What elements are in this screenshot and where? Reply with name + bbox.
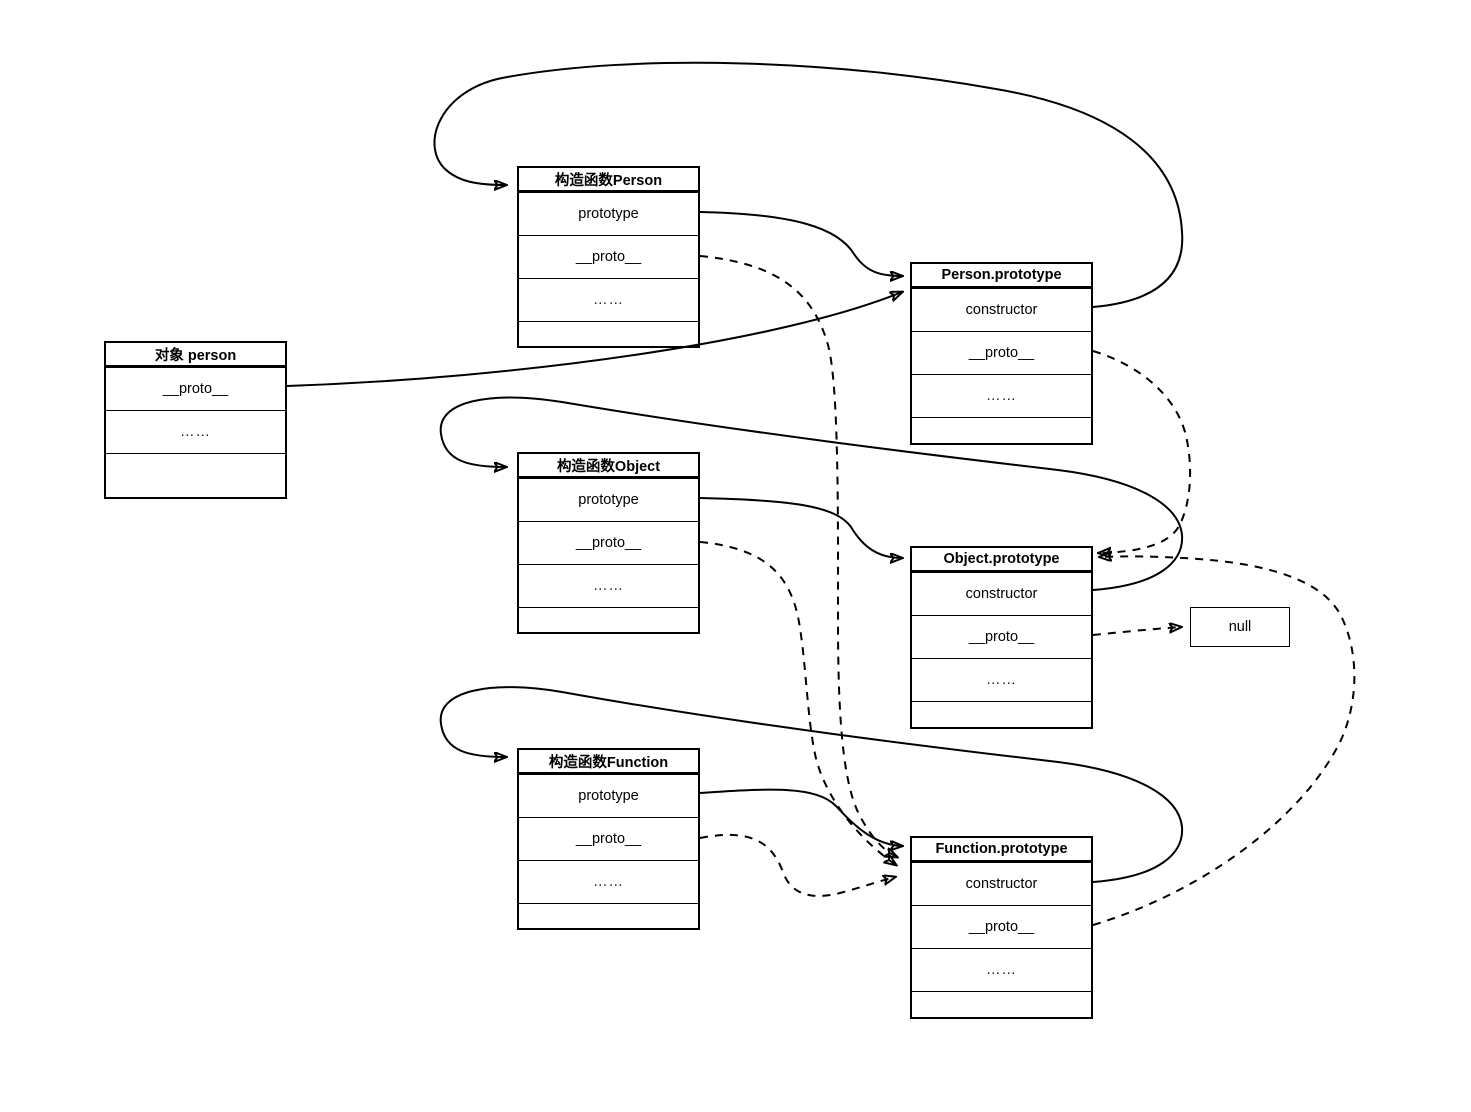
node-person-prototype: Person.prototype constructor __proto__ …… (910, 262, 1093, 445)
edges (286, 61, 1356, 926)
field-empty (106, 454, 285, 497)
field-prototype: prototype (519, 479, 698, 522)
node-constructor-object: 构造函数Object prototype __proto__ …… (517, 452, 700, 634)
node-constructor-function: 构造函数Function prototype __proto__ …… (517, 748, 700, 930)
node-function-prototype: Function.prototype constructor __proto__… (910, 836, 1093, 1019)
node-title: 构造函数Object (519, 454, 698, 479)
field-empty (912, 702, 1091, 727)
field-constructor: constructor (912, 289, 1091, 332)
edge-d3 (699, 833, 895, 897)
field-proto: __proto__ (519, 236, 698, 279)
edge-d5 (1092, 627, 1181, 636)
field-ellipsis: …… (519, 279, 698, 322)
field-empty (912, 418, 1091, 443)
field-proto: __proto__ (519, 522, 698, 565)
field-empty (519, 322, 698, 346)
field-ellipsis: …… (912, 375, 1091, 418)
node-title: 对象 person (106, 343, 285, 368)
field-ellipsis: …… (519, 861, 698, 904)
field-constructor: constructor (912, 863, 1091, 906)
field-ellipsis: …… (912, 949, 1091, 992)
node-title: 构造函数Person (519, 168, 698, 193)
field-empty (519, 904, 698, 928)
field-prototype: prototype (519, 775, 698, 818)
field-proto: __proto__ (912, 906, 1091, 949)
node-null: null (1190, 607, 1290, 647)
node-title: null (1228, 619, 1252, 635)
node-title: Object.prototype (912, 548, 1091, 573)
edge-a6 (699, 788, 902, 846)
edge-d4 (1092, 350, 1192, 553)
field-ellipsis: …… (912, 659, 1091, 702)
node-title: Person.prototype (912, 264, 1091, 289)
field-empty (912, 992, 1091, 1017)
field-ellipsis: …… (106, 411, 285, 454)
field-prototype: prototype (519, 193, 698, 236)
field-proto: __proto__ (912, 332, 1091, 375)
node-title: 构造函数Function (519, 750, 698, 775)
field-ellipsis: …… (519, 565, 698, 608)
field-proto: __proto__ (106, 368, 285, 411)
node-person-object: 对象 person __proto__ …… (104, 341, 287, 499)
node-title: Function.prototype (912, 838, 1091, 863)
field-proto: __proto__ (519, 818, 698, 861)
field-proto: __proto__ (912, 616, 1091, 659)
node-object-prototype: Object.prototype constructor __proto__ …… (910, 546, 1093, 729)
field-constructor: constructor (912, 573, 1091, 616)
edge-d1 (699, 255, 897, 857)
node-constructor-person: 构造函数Person prototype __proto__ …… (517, 166, 700, 348)
edge-a4 (699, 497, 902, 558)
edge-a2 (699, 211, 902, 276)
field-empty (519, 608, 698, 632)
edge-d2 (699, 541, 896, 865)
